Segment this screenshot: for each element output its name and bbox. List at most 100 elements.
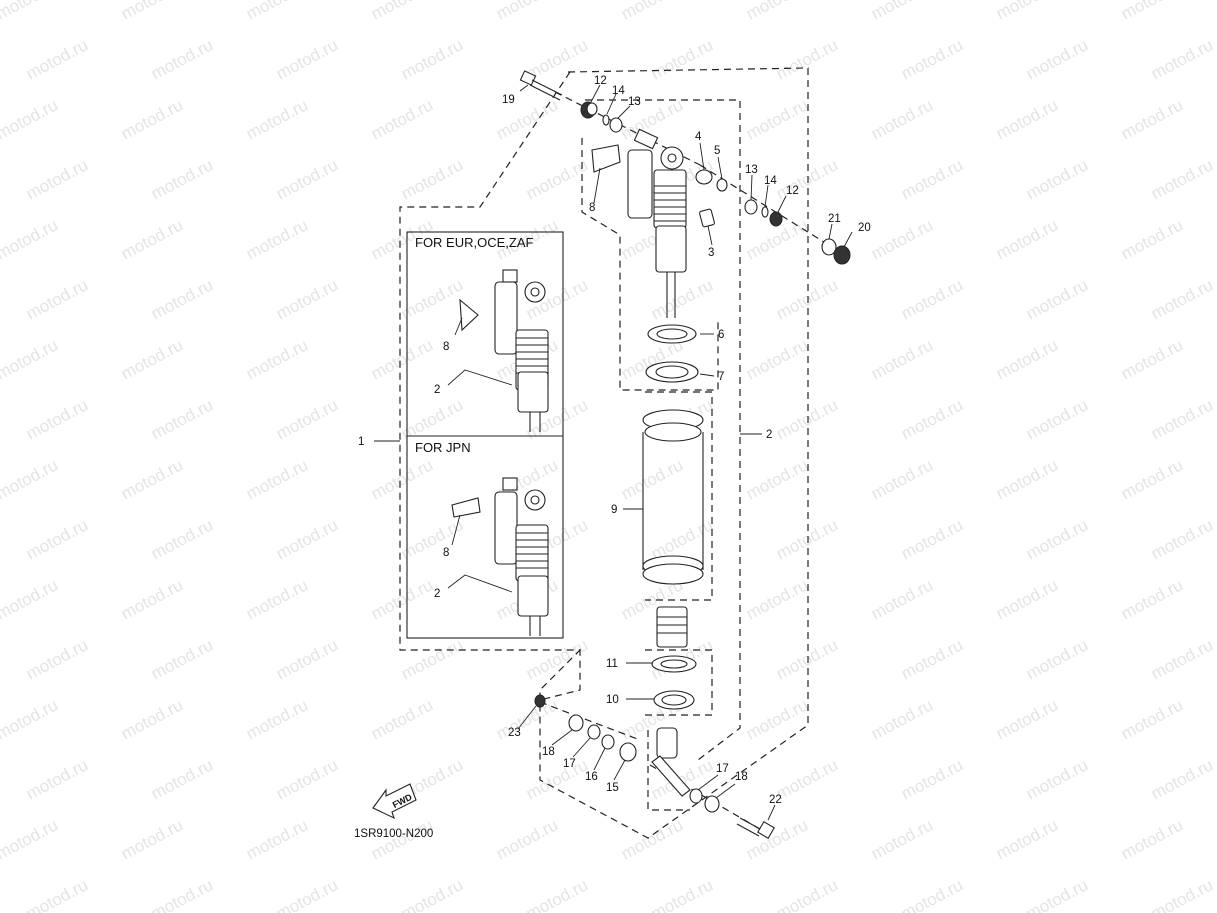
inset-shock-eur: [459, 269, 549, 432]
collar-12-upper: [580, 101, 598, 119]
callout-12-upper: 12: [594, 75, 607, 87]
watermark-text: motod.ru: [523, 155, 591, 203]
assembly-1-outline: [399, 71, 581, 701]
watermark-text: motod.ru: [398, 155, 466, 203]
watermark-text: motod.ru: [118, 695, 186, 743]
bolt-22: [736, 817, 775, 839]
watermark-text: motod.ru: [243, 95, 311, 143]
watermark-text: motod.ru: [398, 635, 466, 683]
watermark-text: motod.ru: [0, 815, 61, 863]
watermark-text: motod.ru: [993, 455, 1061, 503]
watermark-text: motod.ru: [743, 95, 811, 143]
watermark-text: motod.ru: [23, 635, 91, 683]
watermark-text: motod.ru: [1148, 755, 1216, 803]
callout-13-lower: 13: [745, 164, 758, 176]
watermark-text: motod.ru: [243, 575, 311, 623]
washer-18-left: [568, 714, 584, 732]
callout-15: 15: [606, 782, 619, 794]
callout-14-lower: 14: [764, 175, 777, 187]
watermark-text: motod.ru: [273, 515, 341, 563]
inset-callout-2-eur: 2: [434, 384, 440, 396]
callout-17-right: 17: [716, 763, 729, 775]
watermark-text: motod.ru: [773, 275, 841, 323]
watermark-text: motod.ru: [773, 35, 841, 83]
watermark-text: motod.ru: [1148, 395, 1216, 443]
bushing-17-left: [587, 724, 601, 740]
watermark-text: motod.ru: [243, 335, 311, 383]
callout-16: 16: [585, 771, 598, 783]
watermark-text: motod.ru: [523, 635, 591, 683]
watermark-text: motod.ru: [868, 455, 936, 503]
collar-16: [601, 734, 615, 750]
watermark-text: motod.ru: [773, 755, 841, 803]
watermark-text: motod.ru: [773, 395, 841, 443]
watermark-text: motod.ru: [0, 215, 61, 263]
watermark-text: motod.ru: [1148, 35, 1216, 83]
callout-19: 19: [502, 94, 515, 106]
watermark-text: motod.ru: [148, 35, 216, 83]
watermark-text: motod.ru: [1148, 155, 1216, 203]
watermark-text: motod.ru: [773, 155, 841, 203]
watermark-text: motod.ru: [773, 635, 841, 683]
watermark-text: motod.ru: [118, 0, 186, 24]
inset-leader-8b: [451, 514, 461, 546]
watermark-text: motod.ru: [898, 155, 966, 203]
spring-9: [642, 409, 704, 585]
watermark-text: motod.ru: [743, 0, 811, 24]
watermark-text: motod.ru: [993, 815, 1061, 863]
watermark-text: motod.ru: [743, 815, 811, 863]
watermark-text: motod.ru: [23, 35, 91, 83]
watermark-text: motod.ru: [898, 275, 966, 323]
watermark-text: motod.ru: [898, 635, 966, 683]
watermark-text: motod.ru: [118, 815, 186, 863]
watermark-text: motod.ru: [148, 515, 216, 563]
washer-18-right: [704, 795, 720, 813]
watermark-text: motod.ru: [368, 455, 436, 503]
watermark-text: motod.ru: [898, 755, 966, 803]
inset-boxes: FOR EUR,OCE,ZAF FOR JPN: [406, 231, 564, 639]
watermark-text: motod.ru: [493, 695, 561, 743]
watermark-text: motod.ru: [898, 395, 966, 443]
watermark-text: motod.ru: [243, 455, 311, 503]
diagram-code: 1SR9100-N200: [354, 828, 433, 840]
watermark-text: motod.ru: [898, 875, 966, 913]
watermark-text: motod.ru: [273, 35, 341, 83]
watermark-text: motod.ru: [0, 575, 61, 623]
callout-9: 9: [611, 504, 617, 516]
valve-3: [699, 208, 715, 228]
watermark-text: motod.ru: [0, 455, 61, 503]
watermark-text: motod.ru: [898, 35, 966, 83]
callout-23: 23: [508, 727, 521, 739]
nut-23-axis: [539, 701, 641, 741]
watermark-text: motod.ru: [993, 215, 1061, 263]
watermark-text: motod.ru: [868, 0, 936, 24]
watermark-text: motod.ru: [618, 0, 686, 24]
watermark-text: motod.ru: [1148, 875, 1216, 913]
watermark-text: motod.ru: [1118, 455, 1186, 503]
watermark-text: motod.ru: [1023, 155, 1091, 203]
leader-lines: [374, 84, 853, 821]
lower-eye: [619, 727, 691, 797]
watermark-text: motod.ru: [368, 95, 436, 143]
inset-leader-8a: [454, 317, 463, 336]
fwd-arrow-icon: FWD: [372, 783, 417, 820]
watermark-text: motod.ru: [23, 275, 91, 323]
bearing-13-lower: [744, 199, 758, 215]
callout-2: 2: [766, 429, 772, 441]
callout-12-lower: 12: [786, 185, 799, 197]
callout-20: 20: [858, 222, 871, 234]
inset-callout-8-eur: 8: [443, 341, 449, 353]
spring-outline: [645, 391, 713, 601]
lower-outline: [647, 730, 690, 811]
callout-21: 21: [828, 213, 841, 225]
callout-18-right: 18: [735, 771, 748, 783]
watermark-text: motod.ru: [868, 695, 936, 743]
oring-14-lower: [761, 206, 769, 218]
watermark-text: motod.ru: [243, 815, 311, 863]
watermark-text: motod.ru: [0, 695, 61, 743]
damper-unit: [591, 128, 687, 318]
assembly-2-outline: [539, 67, 809, 839]
